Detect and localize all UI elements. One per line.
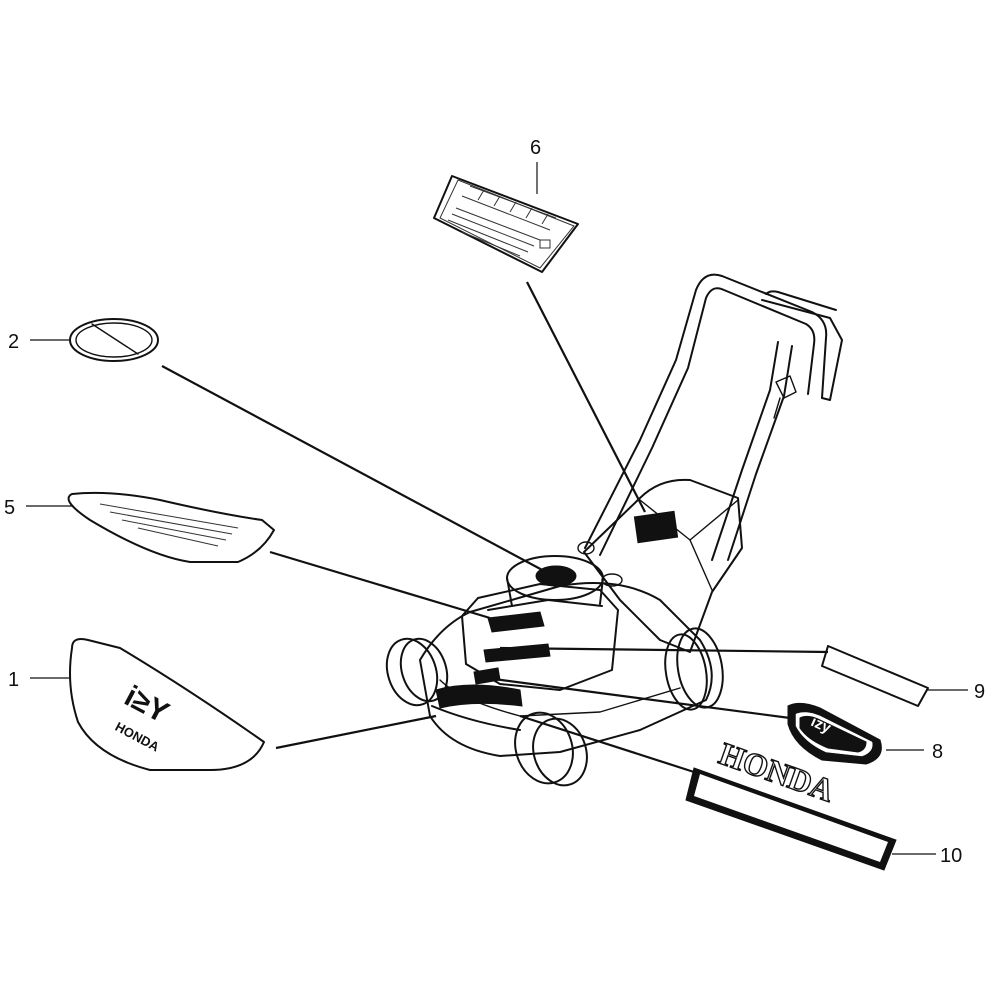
izy-badge-text: izy	[808, 713, 834, 737]
leader-line-9	[499, 646, 829, 654]
part-1-izy-emblem: i≥Y HONDA	[69, 638, 265, 771]
leader-line-6	[526, 281, 646, 513]
part-6-instruction-label	[433, 175, 579, 273]
callout-9: 9	[974, 681, 985, 703]
leader-line-1	[275, 714, 437, 750]
part-2-cap-decal	[69, 318, 159, 362]
callout-6: 6	[530, 137, 541, 159]
leader-line-10	[519, 714, 695, 774]
callout-1: 1	[8, 669, 19, 691]
leader-line-5	[269, 550, 491, 620]
leader-line-2	[161, 365, 547, 573]
callout-8: 8	[932, 741, 943, 763]
callout-5: 5	[4, 497, 15, 519]
part-9-strip-decal	[821, 645, 929, 707]
part-5-engine-decal	[67, 491, 275, 563]
callout-2: 2	[8, 331, 19, 353]
callout-10: 10	[940, 845, 962, 867]
leader-line-8	[485, 676, 791, 720]
part-8-izy-badge: izy	[787, 702, 882, 765]
